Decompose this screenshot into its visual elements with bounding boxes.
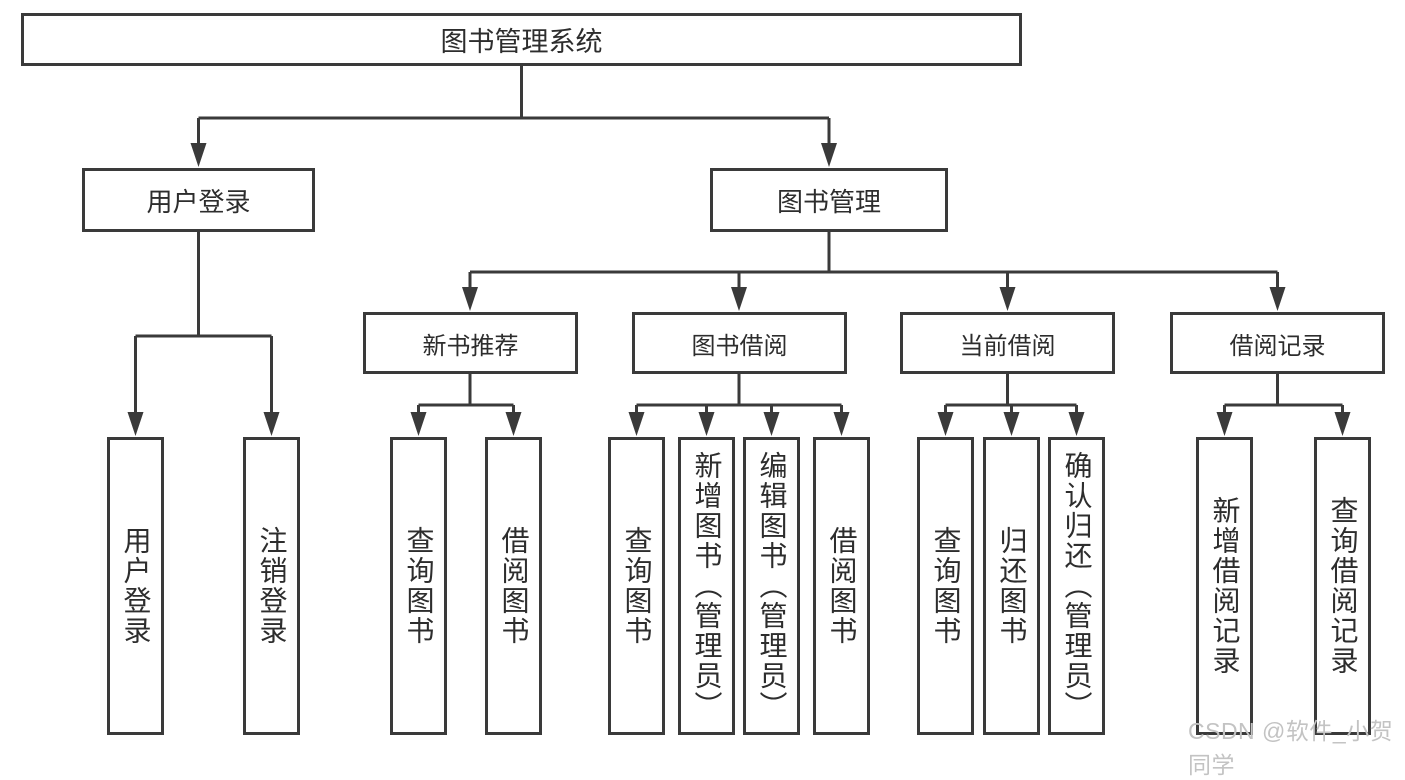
leaf-label: 借阅图书 xyxy=(826,526,858,646)
node-new-book-recommend: 新书推荐 xyxy=(363,312,578,374)
leaf-query-borrow-record: 查询借阅记录 xyxy=(1314,437,1371,735)
leaf-label: 编辑图书（管理员） xyxy=(756,451,788,721)
leaf-add-borrow-record: 新增借阅记录 xyxy=(1196,437,1253,735)
leaf-label: 归还图书 xyxy=(996,526,1028,646)
leaf-return-books: 归还图书 xyxy=(983,437,1040,735)
diagram-canvas: 图书管理系统 用户登录 图书管理 新书推荐 图书借阅 当前借阅 借阅记录 用户登… xyxy=(21,13,1393,778)
leaf-edit-books-admin: 编辑图书（管理员） xyxy=(743,437,800,735)
leaf-label: 用户登录 xyxy=(120,526,152,646)
node-borrow-records: 借阅记录 xyxy=(1170,312,1385,374)
node-current-borrowing: 当前借阅 xyxy=(900,312,1115,374)
leaf-borrow-books-recommend: 借阅图书 xyxy=(485,437,542,735)
leaf-query-books-recommend: 查询图书 xyxy=(390,437,447,735)
node-system-root: 图书管理系统 xyxy=(21,13,1022,66)
leaf-query-books-current: 查询图书 xyxy=(917,437,974,735)
leaf-user-login: 用户登录 xyxy=(107,437,164,735)
leaf-add-books-admin: 新增图书（管理员） xyxy=(678,437,735,735)
leaf-confirm-return-admin: 确认归还（管理员） xyxy=(1048,437,1105,735)
node-book-borrowing: 图书借阅 xyxy=(632,312,847,374)
leaf-label: 借阅图书 xyxy=(498,526,530,646)
leaf-label: 查询借阅记录 xyxy=(1327,496,1359,676)
leaf-label: 查询图书 xyxy=(403,526,435,646)
connector-lines xyxy=(127,66,1351,436)
csdn-watermark: CSDN @软件_小贺同学 xyxy=(1188,718,1394,778)
leaf-logout: 注销登录 xyxy=(243,437,300,735)
leaf-label: 新增图书（管理员） xyxy=(691,451,723,721)
leaf-query-books-borrowing: 查询图书 xyxy=(608,437,665,735)
leaf-label: 注销登录 xyxy=(256,526,288,646)
node-user-login: 用户登录 xyxy=(82,168,315,232)
leaf-label: 新增借阅记录 xyxy=(1209,496,1241,676)
leaf-label: 查询图书 xyxy=(930,526,962,646)
node-book-management: 图书管理 xyxy=(710,168,948,232)
leaf-borrow-books: 借阅图书 xyxy=(813,437,870,735)
leaf-label: 确认归还（管理员） xyxy=(1061,451,1093,721)
leaf-label: 查询图书 xyxy=(621,526,653,646)
